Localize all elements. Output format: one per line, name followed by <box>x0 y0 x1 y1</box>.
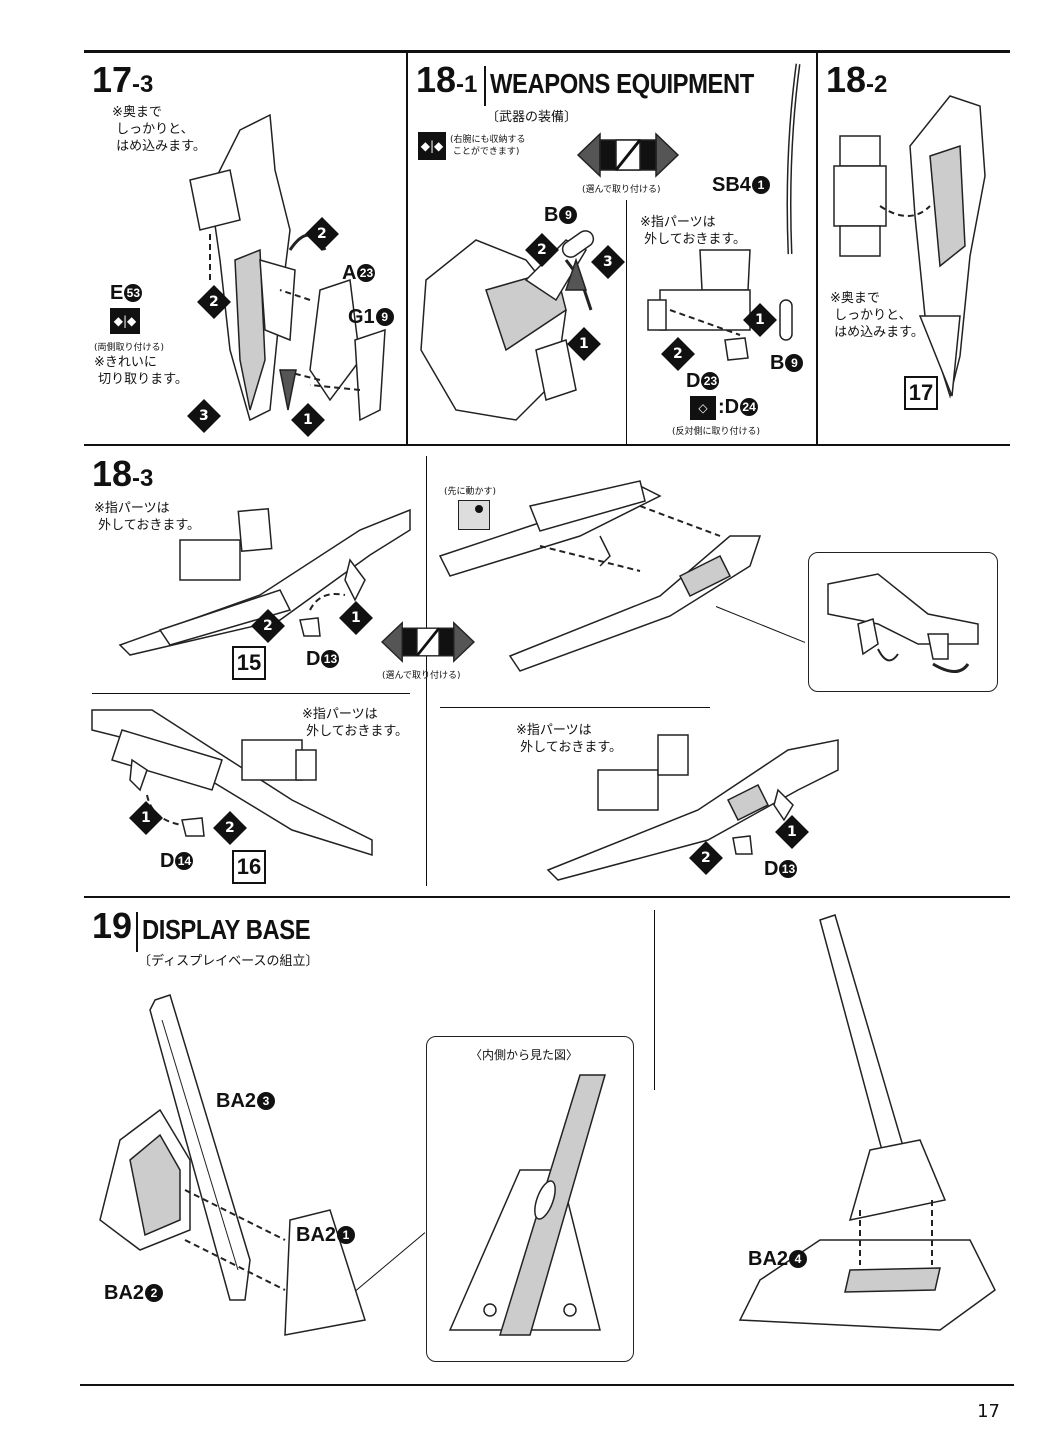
store-right-arm-icon: ◆|◆ <box>418 132 446 160</box>
note-cut-clean: ※きれいに 切り取ります。 <box>94 355 188 387</box>
rifle-c-illustration <box>91 709 373 857</box>
divider-v-18-3 <box>426 456 427 886</box>
divider-h-18-3-left <box>92 693 410 694</box>
choose-one-label: (選んで取り付ける) <box>582 185 661 195</box>
cut-both-sides-icon: ◆|◆ <box>110 308 140 334</box>
ref-box-16: 16 <box>232 850 266 884</box>
note-remove-fingers-18-1: ※指パーツは 外しておきます。 <box>640 215 747 247</box>
cut-both-sides-label: (両側取り付ける) <box>94 343 165 353</box>
base-arm-illustration <box>99 994 366 1336</box>
divider-h-18-3-right <box>440 707 710 708</box>
choose-one-icon <box>576 132 680 178</box>
step-18-2-heading: 18-2 <box>826 59 888 100</box>
sword-rod-illustration <box>786 63 801 255</box>
subtitle-display-base: 〔ディスプレイベースの組立〕 <box>138 954 319 969</box>
hand-grip-illustration <box>647 249 793 361</box>
rifle-d-illustration <box>546 734 839 881</box>
page-number: 17 <box>977 1401 1000 1422</box>
rifle-b-illustration <box>438 480 762 672</box>
store-right-arm-note: (右腕にも収納する ことができます) <box>450 135 526 157</box>
title-display-base: DISPLAY BASE <box>142 914 311 945</box>
step-17-3-heading: 17-3 <box>92 59 154 100</box>
opposite-side-label: (反対側に取り付ける) <box>672 427 761 437</box>
note-push-in-17-3: ※奥まで しっかりと、 はめ込みます。 <box>112 105 206 154</box>
top-rule <box>84 50 1010 53</box>
note-push-in-18-2: ※奥まで しっかりと、 はめ込みます。 <box>830 291 924 340</box>
divider-v-19 <box>654 910 655 1090</box>
divider-h-row1 <box>84 444 1010 446</box>
step-19-heading: 19 <box>92 905 133 946</box>
note-remove-fingers-18-3: ※指パーツは 外しておきます。 <box>94 501 201 533</box>
note-remove-fingers-18-3-b: ※指パーツは 外しておきます。 <box>302 707 409 739</box>
divider-v-18-2 <box>816 53 818 444</box>
heading-bar-18-1 <box>484 66 486 106</box>
ref-box-15: 15 <box>232 646 266 680</box>
inside-view-illustration <box>448 1074 606 1336</box>
divider-h-row2 <box>84 896 1010 898</box>
step-18-1-heading: 18-1 <box>416 59 478 100</box>
bottom-rule <box>80 1384 1014 1386</box>
choose-one-label-18-3: (選んで取り付ける) <box>382 671 461 681</box>
divider-v-17-18 <box>406 53 408 444</box>
move-first-label: (先に動かす) <box>444 487 497 497</box>
ref-box-17: 17 <box>904 376 938 410</box>
step-18-3-heading: 18-3 <box>92 453 154 494</box>
rifle-a-illustration <box>118 507 411 656</box>
closeup-trigger-illustration <box>827 573 979 673</box>
swap-side-icon: ◇ <box>690 396 716 420</box>
divider-v-18-1-inner <box>626 200 627 444</box>
move-first-icon <box>458 500 490 530</box>
assembled-base-illustration <box>738 914 996 1331</box>
robot-torso-illustration <box>420 239 593 421</box>
leg-armor-illustration <box>189 113 386 422</box>
title-weapons-equipment: WEAPONS EQUIPMENT <box>490 68 754 99</box>
arm-armor-illustration <box>833 95 986 399</box>
note-remove-fingers-18-3-c: ※指パーツは 外しておきます。 <box>516 723 623 755</box>
subtitle-weapons-equipment: 〔武器の装備〕 <box>486 110 578 125</box>
heading-bar-19 <box>136 912 138 952</box>
choose-one-icon-18-3 <box>381 621 475 663</box>
grip-b9-illustration <box>561 230 595 258</box>
inside-view-label: 〈内側から見た図〉 <box>470 1048 579 1062</box>
